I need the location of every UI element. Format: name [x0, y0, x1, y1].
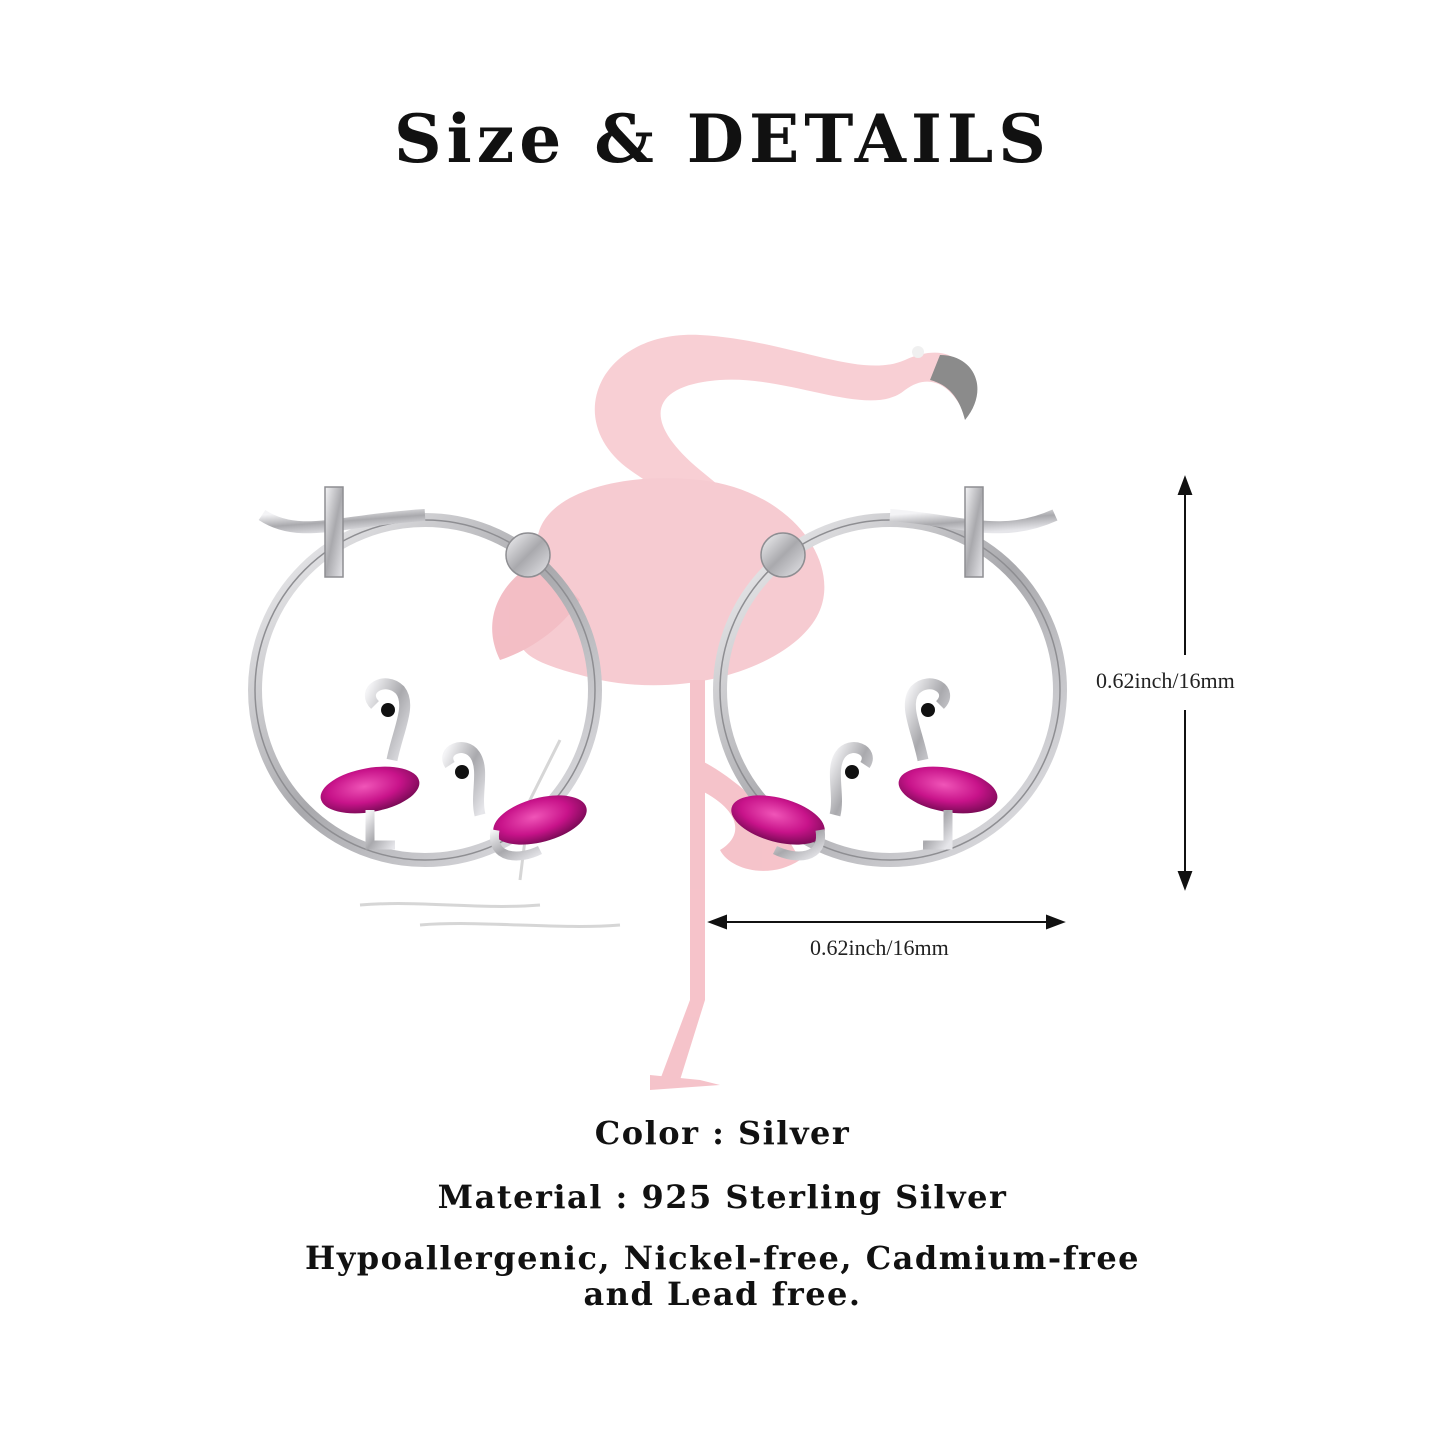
hoop-earring-right [713, 486, 1067, 867]
dimension-arrow-vertical [1177, 475, 1193, 891]
width-dimension-label: 0.62inch/16mm [810, 935, 949, 960]
spec-features-line-2: and Lead free. [583, 1275, 862, 1313]
flamingo-illustration [359, 334, 978, 1090]
hoop-earring-left [248, 486, 602, 867]
height-dimension-label: 0.62inch/16mm [1096, 668, 1235, 693]
spec-features-line-1: Hypoallergenic, Nickel-free, Cadmium-fre… [304, 1239, 1141, 1277]
dimension-arrow-horizontal [707, 914, 1066, 930]
spec-features: Hypoallergenic, Nickel-free, Cadmium-fre… [0, 1240, 1445, 1312]
spec-color: Color : Silver [594, 1114, 851, 1152]
page-title: Size & DETAILS [394, 100, 1051, 178]
spec-material: Material : 925 Sterling Silver [437, 1178, 1008, 1216]
